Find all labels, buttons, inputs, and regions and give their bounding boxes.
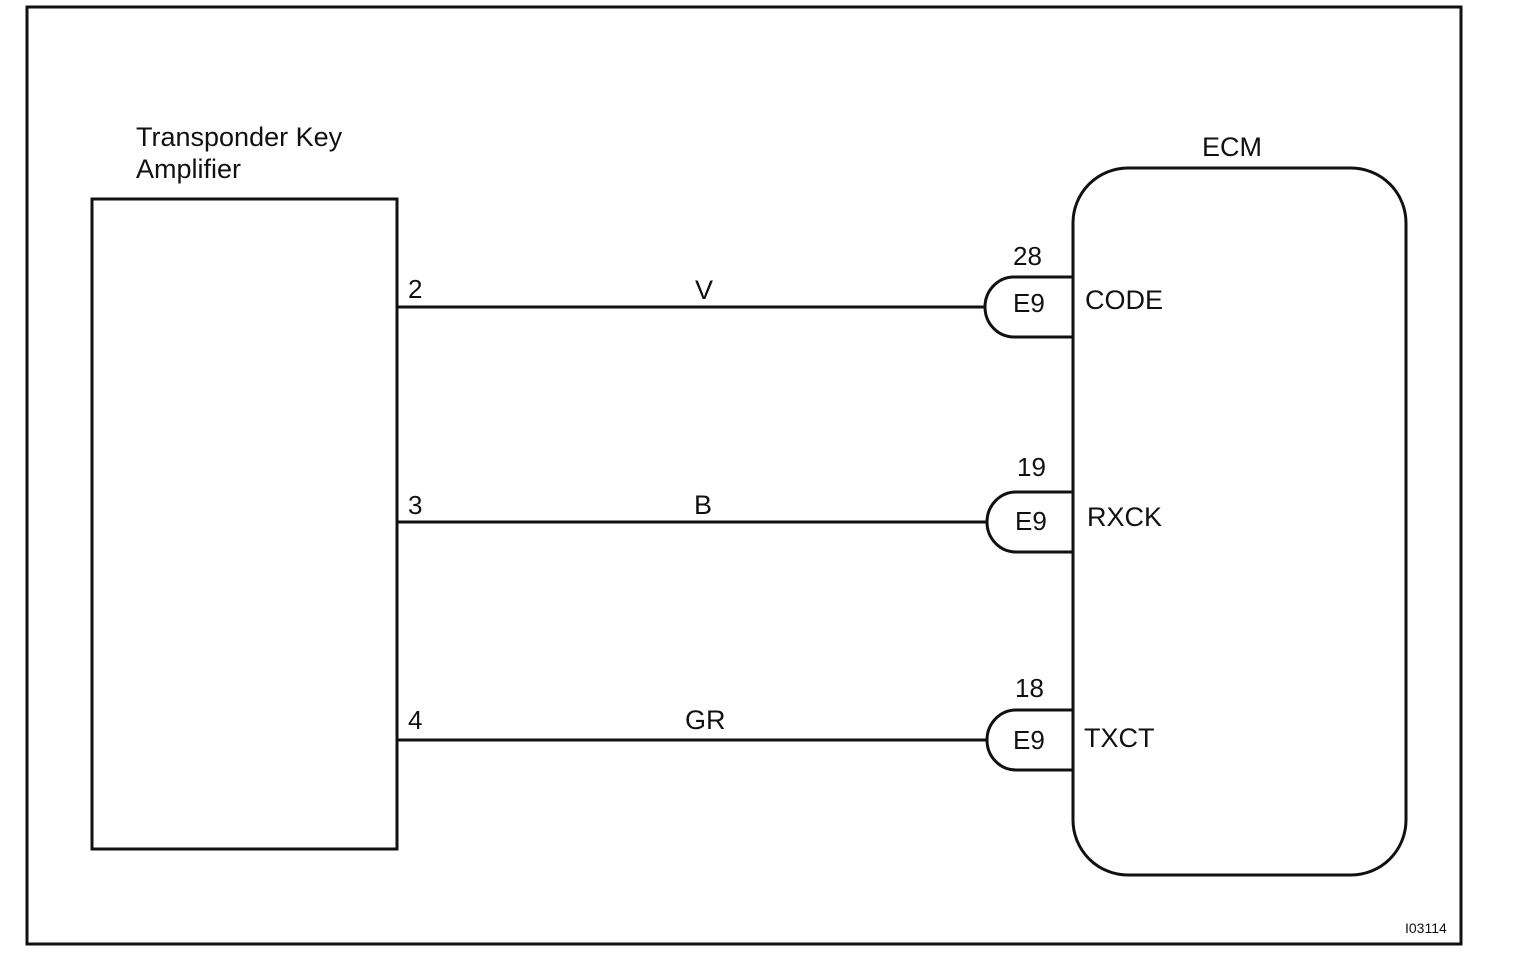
- connector-label: E9: [1013, 725, 1045, 755]
- connector-terminal: [983, 275, 1073, 339]
- ecm-signal-label: RXCK: [1087, 502, 1162, 532]
- ecm-signal-label: CODE: [1085, 285, 1163, 315]
- wire-color-label: B: [694, 490, 712, 520]
- ecm-title: ECM: [1202, 132, 1262, 162]
- ecm-pin-number: 19: [1017, 452, 1046, 482]
- amplifier-pin-number: 3: [408, 490, 422, 520]
- connector-terminal: [985, 490, 1073, 554]
- wire-row: 4 GR 18 E9 TXCT: [397, 673, 1155, 772]
- amplifier-title-line1: Transponder Key: [136, 122, 343, 152]
- wire-color-label: V: [695, 275, 713, 305]
- ecm-box: [1071, 166, 1408, 877]
- ecm-pin-number: 28: [1013, 241, 1042, 271]
- amplifier-box: [90, 197, 399, 851]
- amplifier-pin-number: 2: [408, 274, 422, 304]
- connector-label: E9: [1013, 288, 1045, 318]
- ecm-pin-number: 18: [1015, 673, 1044, 703]
- ecm-signal-label: TXCT: [1084, 723, 1155, 753]
- diagram-frame: [25, 5, 1463, 946]
- wire-row: 2 V 28 E9 CODE: [397, 241, 1163, 339]
- wire-color-label: GR: [685, 705, 726, 735]
- figure-code: I03114: [1405, 920, 1447, 936]
- connector-label: E9: [1015, 506, 1047, 536]
- amplifier-title-line2: Amplifier: [136, 154, 241, 184]
- wire-row: 3 B 19 E9 RXCK: [397, 452, 1162, 554]
- connector-terminal: [985, 708, 1073, 772]
- amplifier-pin-number: 4: [408, 705, 422, 735]
